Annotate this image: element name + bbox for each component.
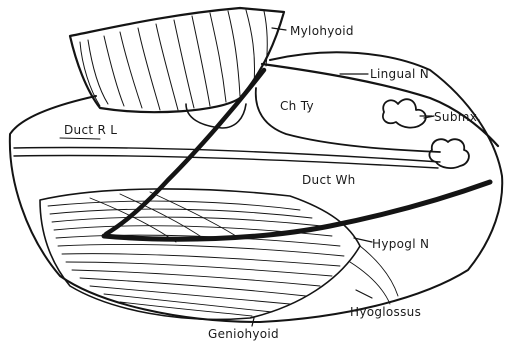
label-geniohyoid: Geniohyoid (208, 327, 279, 341)
label-duct-rl: Duct R L (64, 123, 117, 137)
label-hypogl-n: Hypogl N (372, 237, 429, 251)
label-ch-ty: Ch Ty (280, 99, 314, 113)
label-duct-wh: Duct Wh (302, 173, 356, 187)
label-lingual-n: Lingual N (370, 67, 429, 81)
label-hyoglossus: Hyoglossus (350, 305, 421, 319)
label-mylohyoid: Mylohyoid (290, 24, 354, 38)
label-submx: Submx. (434, 110, 481, 124)
